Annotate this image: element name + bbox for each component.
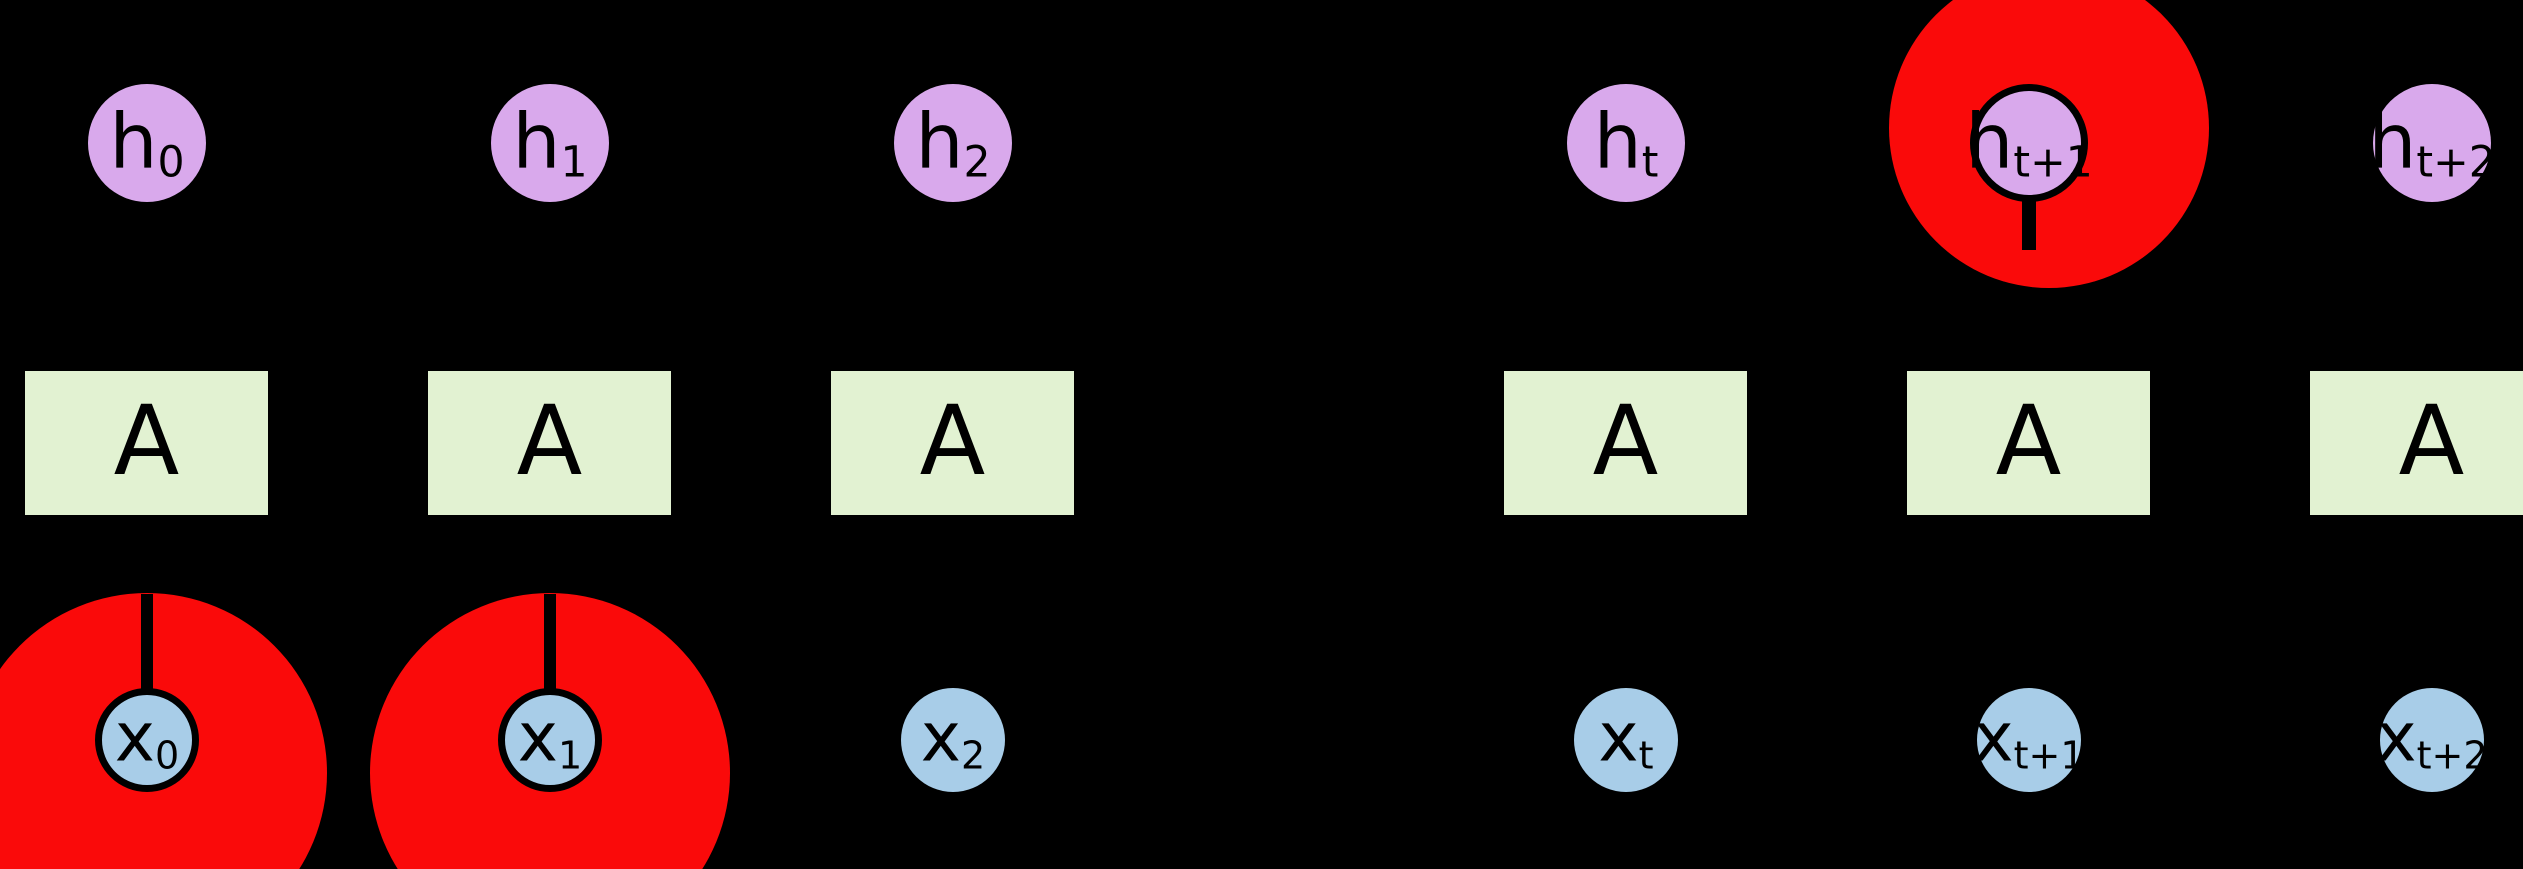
rnn-cell-1[interactable]: A: [428, 371, 671, 515]
hidden-state-node-ht2[interactable]: ht+2: [2368, 84, 2496, 202]
input-node-x0[interactable]: x0: [95, 688, 199, 792]
rnn-cell-2[interactable]: A: [831, 371, 1074, 515]
hidden-state-label-ht2: ht+2: [2368, 96, 2496, 188]
hidden-state-node-h1[interactable]: h1: [491, 84, 609, 202]
rnn-cell-t[interactable]: A: [1504, 371, 1747, 515]
hidden-state-label-ht: ht: [1593, 96, 1659, 188]
input-label-xt2: xt+2: [2376, 698, 2488, 779]
hidden-state-node-ht1[interactable]: ht+1: [1965, 84, 2093, 202]
hidden-state-label-h1: h1: [512, 96, 588, 188]
input-node-xt[interactable]: xt: [1574, 688, 1678, 792]
hidden-state-node-ht[interactable]: ht: [1567, 84, 1685, 202]
input-label-x0: x0: [114, 698, 180, 779]
input-node-x1[interactable]: x1: [498, 688, 602, 792]
rnn-cell-label-t1: A: [1995, 385, 2062, 498]
rnn-cell-label-1: A: [516, 385, 583, 498]
rnn-cell-t1[interactable]: A: [1907, 371, 2150, 515]
hidden-state-label-h2: h2: [915, 96, 991, 188]
input-label-x2: x2: [920, 698, 986, 779]
input-label-xt1: xt+1: [1973, 698, 2085, 779]
rnn-cell-label-2: A: [919, 385, 986, 498]
connector-a0-to-x0: [141, 594, 153, 702]
hidden-state-node-h0[interactable]: h0: [88, 84, 206, 202]
rnn-cell-label-0: A: [113, 385, 180, 498]
rnn-cell-0[interactable]: A: [25, 371, 268, 515]
input-node-xt1[interactable]: xt+1: [1973, 688, 2085, 792]
input-label-x1: x1: [517, 698, 583, 779]
hidden-state-label-ht1: ht+1: [1965, 96, 2093, 188]
rnn-cell-label-t2: A: [2398, 385, 2465, 498]
input-node-xt2[interactable]: xt+2: [2376, 688, 2488, 792]
rnn-cell-label-t: A: [1592, 385, 1659, 498]
input-label-xt: xt: [1598, 698, 1654, 779]
connector-a1-to-x1: [544, 594, 556, 702]
hidden-state-label-h0: h0: [109, 96, 185, 188]
hidden-state-node-h2[interactable]: h2: [894, 84, 1012, 202]
input-node-x2[interactable]: x2: [901, 688, 1005, 792]
rnn-cell-t2[interactable]: A: [2310, 371, 2523, 515]
